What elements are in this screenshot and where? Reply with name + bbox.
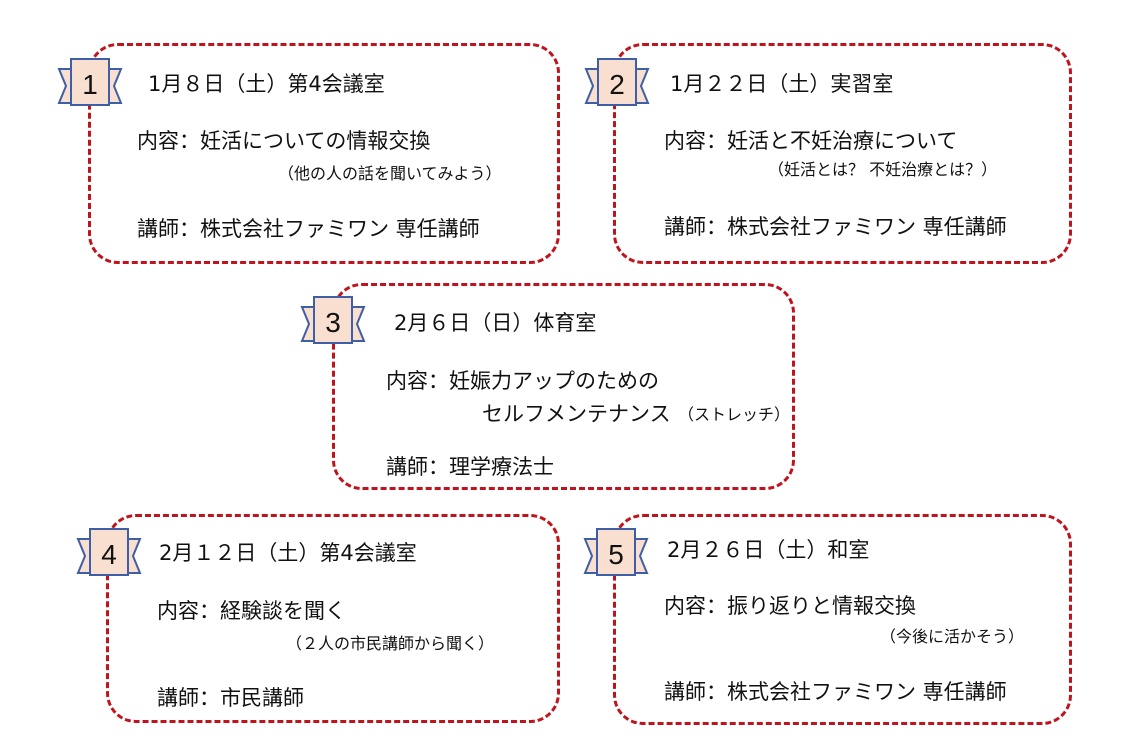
session-content: 内容：妊活と不妊治療について <box>664 129 958 153</box>
session-number: 3 <box>325 307 341 338</box>
session-heading: 2月１２日（土）第4会議室 <box>159 541 417 565</box>
session-lecturer: 講師：株式会社ファミワン 専任講師 <box>664 680 1007 704</box>
session-lecturer: 講師：株式会社ファミワン 専任講師 <box>664 215 1007 239</box>
session-heading: 1月８日（土）第4会議室 <box>148 72 385 96</box>
session-content: 内容：経験談を聞く <box>157 599 346 623</box>
session-heading: 2月６日（日）体育室 <box>394 311 597 335</box>
session-card-3 <box>332 283 795 490</box>
session-note: （今後に活かそう） <box>880 627 1025 646</box>
session-card-4 <box>106 514 560 723</box>
session-heading: 1月２２日（土）実習室 <box>670 72 894 96</box>
session-card-5 <box>613 514 1072 725</box>
session-card-2 <box>613 43 1072 264</box>
session-number: 2 <box>609 69 625 100</box>
session-note: （他の人の話を聞いてみよう） <box>278 164 502 183</box>
session-content: 内容：妊活についての情報交換 <box>137 129 431 153</box>
session-card-1 <box>88 43 560 264</box>
session-content: 内容：妊娠力アップのための <box>386 369 659 393</box>
session-note: （妊活とは？ 不妊治療とは？） <box>768 160 998 179</box>
session-content-line2: セルフメンテナンス <box>482 402 671 426</box>
session-number: 4 <box>101 539 117 570</box>
session-heading: 2月２６日（土）和室 <box>667 538 870 562</box>
ribbon-badge-icon: 2 <box>584 58 650 106</box>
session-content: 内容：振り返りと情報交換 <box>664 594 916 618</box>
ribbon-badge-icon: 4 <box>76 528 142 576</box>
ribbon-badge-icon: 1 <box>57 58 123 106</box>
session-note: （２人の市民講師から聞く） <box>286 634 495 653</box>
session-lecturer: 講師：理学療法士 <box>386 455 554 479</box>
session-number: 1 <box>82 69 98 100</box>
ribbon-badge-icon: 5 <box>583 528 649 576</box>
ribbon-badge-icon: 3 <box>300 296 366 344</box>
session-note: （ストレッチ） <box>678 405 791 424</box>
session-number: 5 <box>608 539 624 570</box>
session-lecturer: 講師：市民講師 <box>157 686 304 710</box>
session-lecturer: 講師：株式会社ファミワン 専任講師 <box>137 217 480 241</box>
